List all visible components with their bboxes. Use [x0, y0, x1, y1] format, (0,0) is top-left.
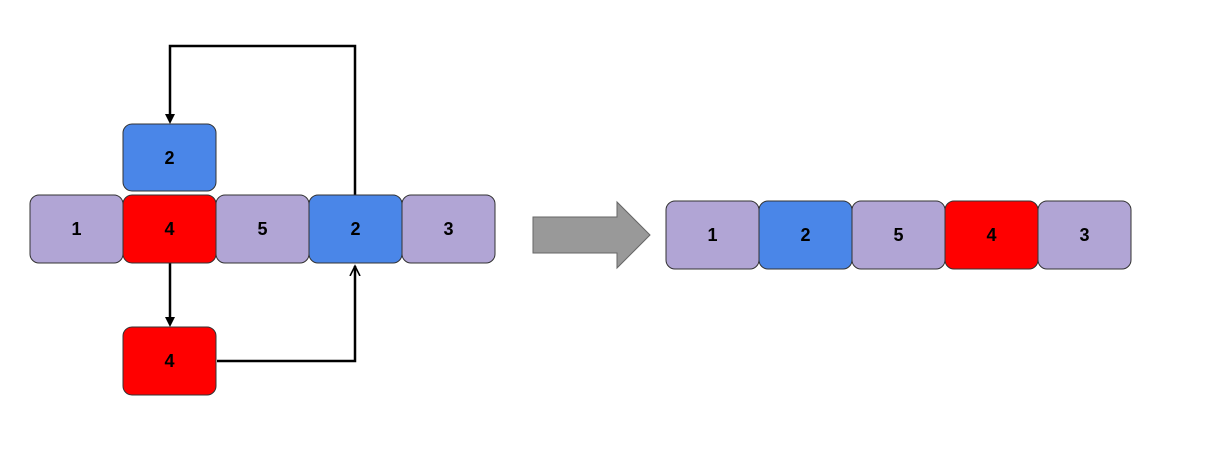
cell-label: 5	[893, 225, 903, 245]
right-arrow-icon	[532, 200, 651, 270]
before-cell-1: 4	[122, 194, 217, 264]
cell-label: 4	[986, 225, 996, 245]
cell-label: 2	[800, 225, 810, 245]
cell-label: 3	[443, 219, 453, 239]
after-cell-1: 2	[758, 200, 853, 270]
before-cell-2: 5	[215, 194, 310, 264]
lifted-red-box: 4	[122, 326, 217, 396]
cell-label: 5	[257, 219, 267, 239]
cell-label: 1	[707, 225, 717, 245]
cell-label: 4	[164, 351, 174, 371]
cell-label: 4	[164, 219, 174, 239]
cell-label: 3	[1079, 225, 1089, 245]
after-cell-0: 1	[665, 200, 760, 270]
after-cell-4: 3	[1037, 200, 1132, 270]
cell-label: 2	[164, 148, 174, 168]
connector-red-up	[217, 266, 355, 363]
after-array: 1 2 5 4 3	[665, 200, 1132, 270]
lifted-blue-box: 2	[122, 123, 217, 192]
after-cell-3: 4	[944, 200, 1039, 270]
before-cell-3: 2	[308, 194, 403, 264]
connector-blue-up	[165, 44, 357, 196]
before-array: 1 4 5 2 3	[29, 194, 496, 264]
before-cell-0: 1	[29, 194, 124, 264]
cell-label: 1	[71, 219, 81, 239]
after-cell-2: 5	[851, 200, 946, 270]
before-cell-4: 3	[401, 194, 496, 264]
cell-label: 2	[350, 219, 360, 239]
